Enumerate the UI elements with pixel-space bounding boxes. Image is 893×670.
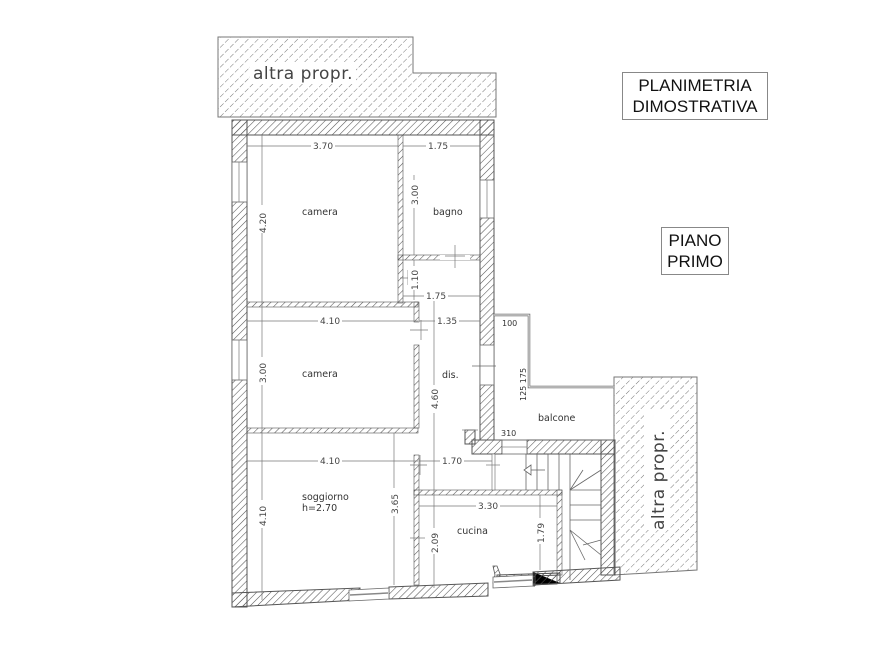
floor-label-line2: PRIMO — [667, 252, 723, 271]
neighbor-right-label: altra propr. — [649, 430, 669, 530]
dim-corridor-depth: 1.10 — [411, 270, 421, 290]
neighbor-property-top: altra propr. — [217, 36, 497, 118]
outer-walls — [231, 119, 621, 608]
dim-balcone-top: 100 — [502, 319, 517, 328]
dim-landing-width: 1.70 — [442, 457, 462, 467]
interior-walls — [246, 134, 563, 586]
dim-soggiorno-width: 4.10 — [320, 457, 340, 467]
dim-bagno-width: 1.75 — [428, 142, 448, 152]
dim-soggiorno-inner: 3.65 — [391, 494, 401, 514]
room-camera-top: camera — [302, 207, 338, 218]
dim-cucina-depth-right: 1.79 — [537, 523, 547, 543]
dim-balcone-side: 125 175 — [519, 368, 528, 401]
plan-title-box: PLANIMETRIA DIMOSTRATIVA — [622, 72, 768, 120]
floor-label-line1: PIANO — [668, 231, 722, 250]
dim-camera-mid-depth: 3.00 — [259, 363, 269, 383]
staircase — [523, 454, 602, 580]
dim-camera-top-width: 3.70 — [313, 142, 333, 152]
room-camera-mid: camera — [302, 369, 338, 380]
neighbor-property-right: altra propr. — [613, 376, 698, 576]
balcony-outline — [494, 313, 614, 441]
room-labels: camera bagno camera dis. balcone soggior… — [302, 207, 576, 537]
dim-soggiorno-depth: 4.10 — [259, 506, 269, 526]
room-balcone: balcone — [538, 413, 576, 424]
room-bagno: bagno — [433, 207, 463, 218]
neighbor-top-label: altra propr. — [253, 64, 353, 84]
room-soggiorno-height: h=2.70 — [302, 503, 337, 514]
room-soggiorno: soggiorno — [302, 492, 349, 503]
dim-camera-top-depth: 4.20 — [259, 213, 269, 233]
dim-cucina-width: 3.30 — [478, 502, 498, 512]
dim-dis-width: 1.35 — [437, 317, 457, 327]
dim-corridor-width: 1.75 — [426, 292, 446, 302]
dim-camera-mid-width: 4.10 — [320, 317, 340, 327]
floor-label-box: PIANO PRIMO — [661, 227, 729, 275]
dim-bagno-depth: 3.00 — [411, 185, 421, 205]
dim-balcone-bottom: 310 — [501, 429, 516, 438]
dimension-labels: 3.70 1.75 4.20 3.00 1.10 1.75 4.10 1.35 … — [256, 140, 547, 554]
plan-title-line2: DIMOSTRATIVA — [632, 97, 758, 116]
plan-title-line1: PLANIMETRIA — [638, 76, 752, 95]
room-cucina: cucina — [457, 526, 488, 537]
room-disimpegno: dis. — [442, 370, 459, 381]
dim-dis-depth: 4.60 — [431, 389, 441, 409]
dim-cucina-depth-left: 2.09 — [431, 533, 441, 553]
